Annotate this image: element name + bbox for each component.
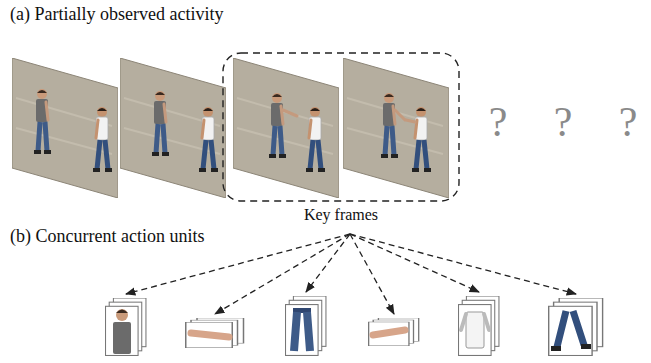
action-unit-arm <box>186 318 244 348</box>
dashed-outline <box>222 52 460 202</box>
node-text-holder: Key frames <box>222 206 460 224</box>
video-frame <box>233 58 339 198</box>
video-frame <box>12 58 118 198</box>
panel-caption: (b) Concurrent action units <box>10 226 204 247</box>
action-unit-shirt <box>459 296 499 355</box>
video-frame <box>343 58 449 198</box>
action-unit-arm <box>369 318 419 346</box>
unknown-frame-mark: ? <box>554 98 573 146</box>
panel-caption: (a) Partially observed activity <box>10 4 223 25</box>
unknown-frame-mark: ? <box>619 98 638 146</box>
unknown-frame-mark: ? <box>489 98 508 146</box>
video-frame <box>120 58 226 198</box>
action-unit-walking-legs <box>549 298 603 355</box>
box-heading: Key frames <box>222 206 460 224</box>
action-unit-torso <box>106 298 146 355</box>
action-unit-legs <box>286 296 326 355</box>
dashed-outline-rect <box>223 53 459 201</box>
key-frame-box: Key frames <box>222 52 460 226</box>
